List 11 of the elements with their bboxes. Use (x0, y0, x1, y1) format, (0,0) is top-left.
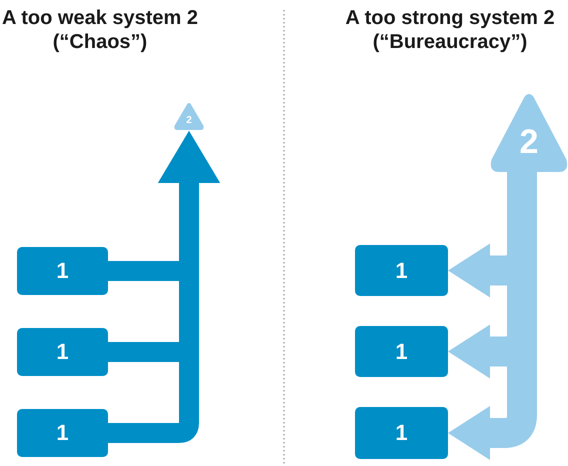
process-box: 1 (355, 407, 448, 459)
process-box: 1 (17, 409, 108, 457)
process-box: 1 (355, 326, 448, 377)
arrow (108, 131, 220, 443)
process-box: 1 (17, 328, 108, 376)
panel-heading: A too strong system 2 (“Bureaucracy”) (344, 6, 556, 54)
process-box: 1 (355, 245, 448, 296)
process-box: 1 (17, 247, 108, 295)
triangle-node: 2 (490, 94, 568, 172)
triangle-node: 2 (174, 103, 204, 130)
panel-heading: A too weak system 2 (“Chaos”) (0, 6, 199, 54)
